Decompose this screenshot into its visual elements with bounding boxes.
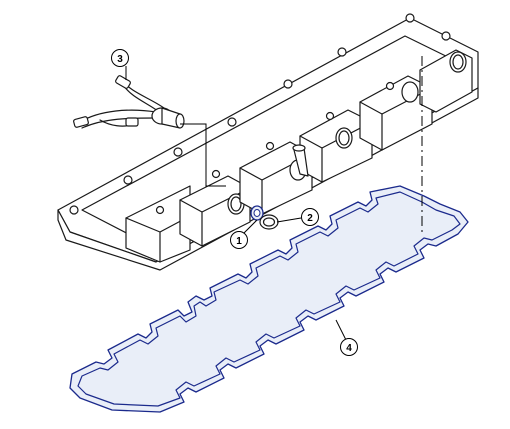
seal-part-2 <box>259 214 279 230</box>
callout-2-label: 2 <box>307 213 313 224</box>
bolt-bosses <box>69 13 451 215</box>
callout-3: 3 <box>111 49 129 80</box>
valve-cover-gasket <box>69 185 469 413</box>
callout-1: 1 <box>230 219 258 249</box>
callout-4: 4 <box>335 319 358 356</box>
callout-2: 2 <box>276 208 319 226</box>
wiring-harness <box>73 75 185 129</box>
callout-1-label: 1 <box>236 236 242 247</box>
valve-cover <box>57 13 479 271</box>
callout-3-label: 3 <box>117 54 123 65</box>
seal-part-1 <box>250 205 264 221</box>
callout-4-label: 4 <box>346 343 352 354</box>
